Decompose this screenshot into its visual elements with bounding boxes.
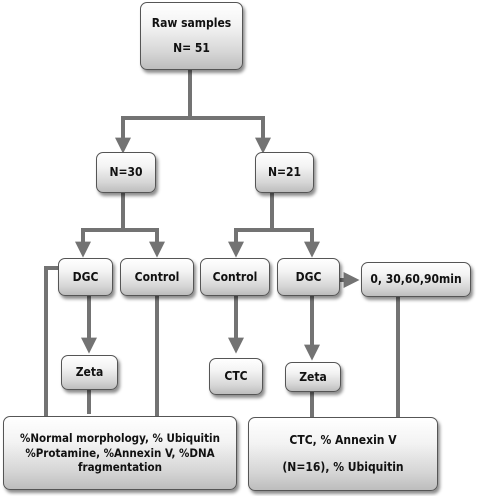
ctc-label: CTC [224, 369, 248, 383]
n21-label: N=21 [267, 165, 302, 179]
arrow-to-dgc-left [75, 228, 123, 258]
control-right-box: Control [200, 258, 270, 296]
outcome-right-line2: (N=16), % Ubiquitin [282, 460, 404, 474]
outcome-right-line1: CTC, % Annexin V [289, 433, 397, 447]
outcome-right-box: CTC, % Annexin V (N=16), % Ubiquitin [248, 417, 438, 491]
ctc-box: CTC [209, 358, 263, 395]
arrow-to-control-left [123, 228, 165, 258]
arrow-to-dgc-right [272, 228, 320, 258]
raw-samples-box: Raw samples N= 51 [140, 2, 243, 70]
control-right-label: Control [212, 269, 258, 284]
zeta-left-label: Zeta [75, 365, 104, 379]
dgc-left-box: DGC [58, 258, 113, 296]
n21-box: N=21 [255, 152, 314, 193]
outcome-left-box: %Normal morphology, % Ubiquitin %Protami… [3, 416, 237, 490]
zeta-right-box: Zeta [285, 362, 341, 392]
arrow-to-control-right [228, 228, 272, 258]
dgc-right-box: DGC [277, 258, 340, 296]
n30-label: N=30 [109, 165, 143, 179]
line-dgc-left-to-outcome [44, 266, 58, 416]
dgc-right-label: DGC [295, 269, 322, 284]
zeta-right-label: Zeta [299, 369, 327, 384]
raw-samples-label: Raw samples [151, 16, 232, 30]
dgc-left-label: DGC [72, 269, 99, 284]
arrow-to-n21 [190, 116, 271, 154]
raw-samples-count: N= 51 [173, 41, 210, 55]
arrow-to-n30 [115, 116, 190, 154]
outcome-left-line1: %Normal morphology, % Ubiquitin [20, 431, 220, 446]
outcome-left-line3: fragmentation [77, 460, 163, 475]
n30-box: N=30 [96, 152, 156, 193]
time-points-label: 0, 30,60,90min [370, 272, 462, 286]
outcome-left-line2: %Protamine, %Annexin V, %DNA [25, 445, 215, 460]
control-left-box: Control [120, 258, 194, 296]
control-left-label: Control [134, 269, 180, 284]
zeta-left-box: Zeta [61, 355, 118, 390]
time-points-box: 0, 30,60,90min [361, 262, 471, 297]
